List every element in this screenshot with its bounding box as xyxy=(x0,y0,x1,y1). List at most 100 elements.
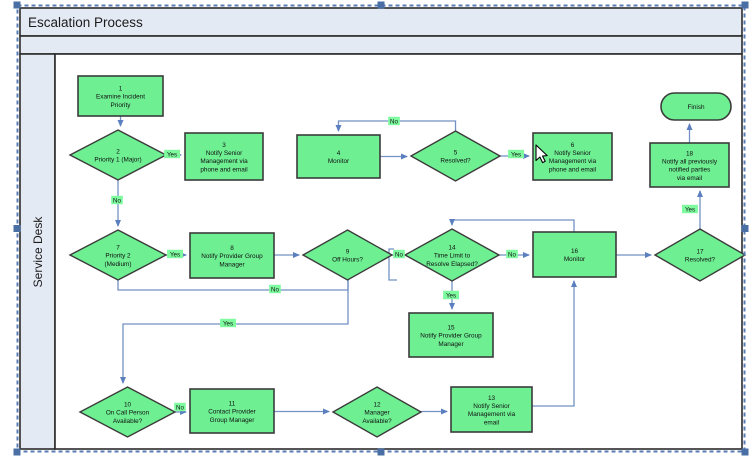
edge-label-1: No xyxy=(111,195,123,204)
mouse-cursor xyxy=(535,144,548,164)
resize-handle[interactable] xyxy=(741,1,749,9)
edge-label-highlight xyxy=(506,249,518,259)
process-shape[interactable] xyxy=(296,134,381,179)
lane-label: Service Desk xyxy=(31,216,45,288)
node-number: 4 xyxy=(337,150,341,157)
edge-label-text: Yes xyxy=(446,292,456,299)
edge-label-text: Yes xyxy=(223,320,233,327)
edge-label-10: Yes xyxy=(682,204,698,214)
decision-shape[interactable] xyxy=(68,129,168,181)
node-number: 15 xyxy=(447,324,455,331)
process-shape[interactable] xyxy=(532,231,617,278)
edge-14-return[interactable] xyxy=(388,248,397,281)
process-shape[interactable] xyxy=(184,132,264,181)
node-number: 17 xyxy=(696,249,704,256)
edge-label-text: No xyxy=(390,118,398,125)
node-label: Monitor xyxy=(564,256,586,263)
decision-shape[interactable] xyxy=(653,228,747,282)
process-shape[interactable] xyxy=(408,312,494,358)
node-nfin[interactable]: Finish xyxy=(660,92,732,121)
selection-overlay[interactable] xyxy=(13,1,749,456)
node-label: Resolved? xyxy=(685,257,716,264)
decision-shape[interactable] xyxy=(78,386,177,438)
process-shape[interactable] xyxy=(189,232,275,279)
process-shape[interactable] xyxy=(450,386,533,433)
edge-label-6: No xyxy=(269,284,281,294)
node-label: Notify all previously xyxy=(662,159,718,166)
decision-shape[interactable] xyxy=(301,229,394,281)
decision-shape[interactable] xyxy=(403,228,501,282)
process-shape[interactable] xyxy=(649,142,730,188)
node-label: Available? xyxy=(113,418,143,425)
node-label: Notify Provider Group xyxy=(420,333,482,340)
node-label: Priority 2 xyxy=(105,253,131,260)
resize-handle[interactable] xyxy=(13,1,21,9)
resize-handle[interactable] xyxy=(13,225,21,232)
node-label: Contact Provider xyxy=(208,409,256,416)
edge-label-text: No xyxy=(176,404,184,411)
diagram-title-bar[interactable] xyxy=(19,7,743,37)
node-number: 13 xyxy=(488,395,496,402)
selection-handles[interactable] xyxy=(13,1,749,456)
node-number: 11 xyxy=(229,400,236,407)
edge-16-14-loop[interactable] xyxy=(449,219,575,232)
resize-handle[interactable] xyxy=(377,448,385,456)
decision-shape[interactable] xyxy=(331,386,423,438)
edge-label-highlight xyxy=(164,149,180,159)
process-shape[interactable] xyxy=(77,75,164,117)
edge-label-highlight xyxy=(220,318,236,328)
node-label: On Call Person xyxy=(106,410,150,417)
edge-label-text: No xyxy=(271,286,279,293)
edge-label-5: No xyxy=(393,249,405,258)
node-number: 2 xyxy=(116,149,120,156)
node-number: 6 xyxy=(571,142,575,149)
edge-label-highlight xyxy=(508,149,524,159)
resize-handle[interactable] xyxy=(741,448,749,456)
swimlane-frame[interactable] xyxy=(19,7,743,450)
node-number: 8 xyxy=(230,245,234,252)
node-number: 14 xyxy=(448,244,456,251)
decision-shape[interactable] xyxy=(68,229,168,281)
resize-handle[interactable] xyxy=(13,448,21,456)
process-shape[interactable] xyxy=(532,132,613,181)
edge-13-16[interactable] xyxy=(532,280,577,407)
edge-label-7: Yes xyxy=(220,318,236,328)
edge-label-text: Yes xyxy=(685,206,695,213)
node-number: 3 xyxy=(222,142,226,149)
resize-handle[interactable] xyxy=(741,225,749,232)
node-label: phone and email xyxy=(549,166,596,173)
node-number: 12 xyxy=(373,401,381,408)
edge-label-highlight xyxy=(682,204,698,214)
process-shape[interactable] xyxy=(189,388,275,434)
terminator-shape[interactable] xyxy=(660,92,732,121)
node-label: Manager xyxy=(364,410,390,417)
edge-label-highlight xyxy=(174,402,186,412)
edge-label-highlight xyxy=(269,284,281,294)
diagram-phase-bar[interactable] xyxy=(19,35,743,55)
node-label: Management via xyxy=(468,411,516,418)
decision-shape[interactable] xyxy=(409,130,502,182)
resize-handle[interactable] xyxy=(377,1,385,9)
node-label: Monitor xyxy=(328,158,350,165)
node-number: 5 xyxy=(454,150,458,157)
lane-header[interactable] xyxy=(19,53,56,450)
